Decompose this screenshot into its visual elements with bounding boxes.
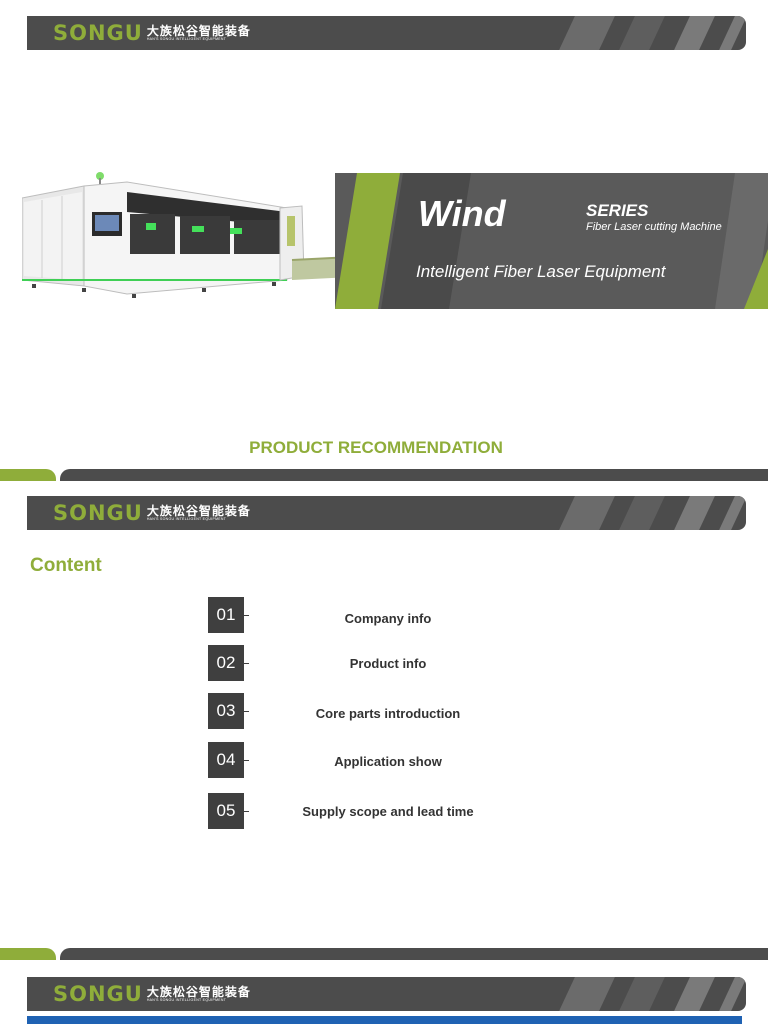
content-item-label: Supply scope and lead time [302,804,474,819]
content-item-number: 04 [208,742,244,778]
logo-english-name: HAN'S SONGU INTELLIGENT EQUIPMENT [146,36,227,41]
content-item-pointer [244,811,249,812]
banner-series-subtitle: Fiber Laser cutting Machine [586,221,722,233]
content-title: Content [30,555,102,576]
songu-logo: SONGU 大族松谷智能装备 HAN'S SONGU INTELLIGENT E… [53,501,251,525]
content-item-pointer [244,711,249,712]
content-item-number: 03 [208,693,244,729]
product-banner: Wind SERIES Fiber Laser cutting Machine … [335,173,768,309]
logo-english-name: HAN'S SONGU INTELLIGENT EQUIPMENT [146,997,227,1002]
content-item-label: Application show [334,754,442,769]
header-brand-bar: SONGU 大族松谷智能装备 HAN'S SONGU INTELLIGENT E… [27,496,746,530]
content-item-number: 01 [208,597,244,633]
banner-title: Wind [418,193,506,234]
songu-logo: SONGU 大族松谷智能装备 HAN'S SONGU INTELLIGENT E… [53,21,251,45]
content-item-number: 05 [208,793,244,829]
content-item-pointer [244,663,249,664]
slide-footer-bar [0,948,768,960]
blue-title-bar [27,1016,742,1024]
product-recommendation-heading: PRODUCT RECOMMENDATION [249,438,503,457]
logo-chinese-name: 大族松谷智能装备 [146,23,251,38]
logo-chinese-name: 大族松谷智能装备 [146,984,251,999]
laser-cutting-machine-image [22,172,372,298]
banner-series: SERIES [586,201,649,220]
logo-word: SONGU [53,21,143,45]
logo-chinese-name: 大族松谷智能装备 [146,503,251,518]
content-item-pointer [244,615,249,616]
logo-word: SONGU [53,982,143,1006]
logo-word: SONGU [53,501,143,525]
songu-logo: SONGU 大族松谷智能装备 HAN'S SONGU INTELLIGENT E… [53,982,251,1006]
banner-tagline: Intelligent Fiber Laser Equipment [416,262,666,281]
logo-english-name: HAN'S SONGU INTELLIGENT EQUIPMENT [146,516,227,521]
content-item-label: Core parts introduction [315,706,461,721]
header-brand-bar: SONGU 大族松谷智能装备 HAN'S SONGU INTELLIGENT E… [27,16,746,50]
header-brand-bar: SONGU 大族松谷智能装备 HAN'S SONGU INTELLIGENT E… [27,977,746,1011]
content-item-number: 02 [208,645,244,681]
content-item-label: Company info [344,611,432,626]
content-item-pointer [244,760,249,761]
slide-footer-bar [0,469,768,481]
content-item-label: Product info [349,656,427,671]
